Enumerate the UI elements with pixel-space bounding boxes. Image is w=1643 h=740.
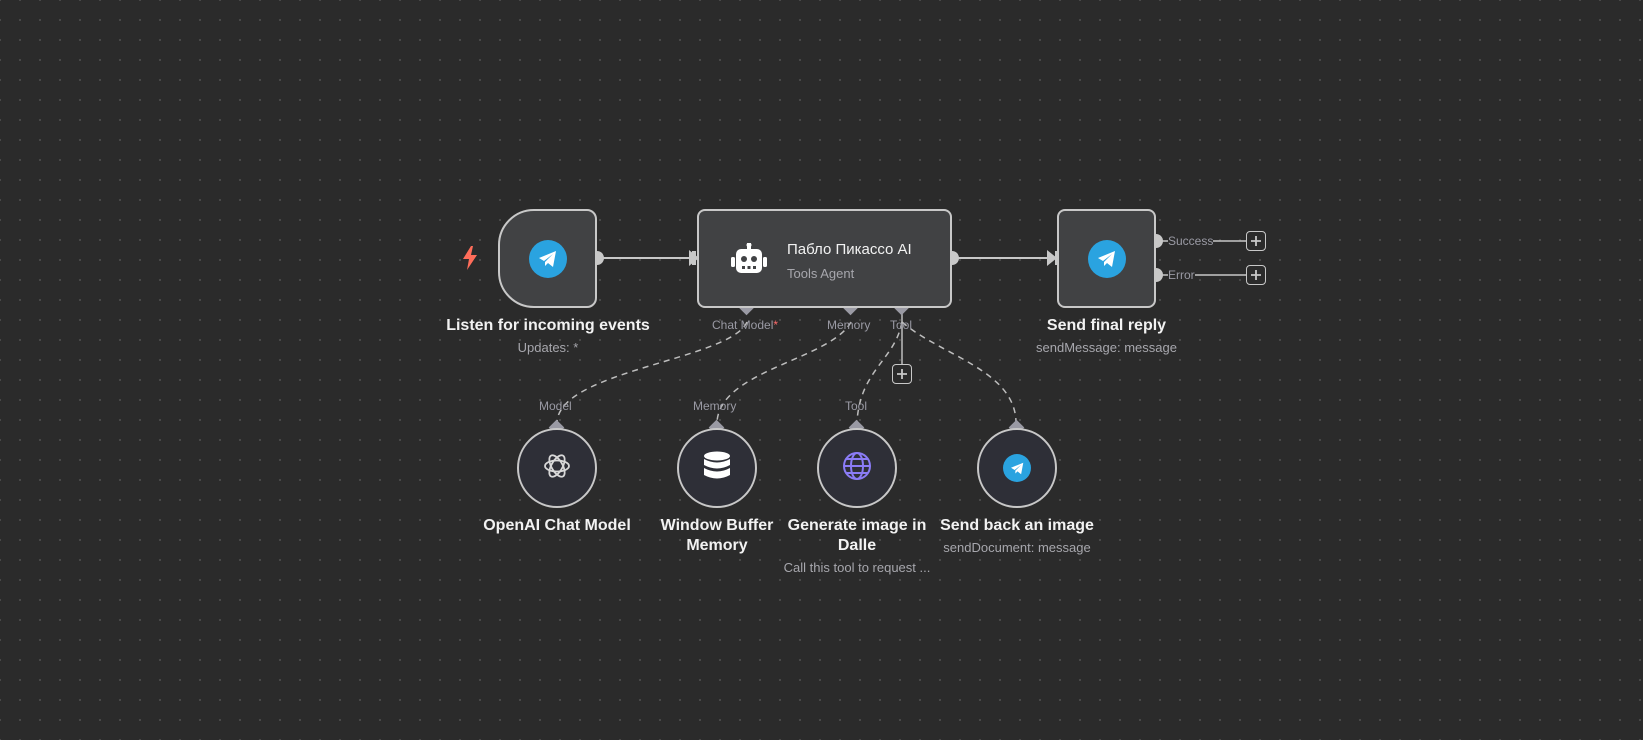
tool-port-label: Tool <box>890 318 913 332</box>
sendimage-subtitle: sendDocument: message <box>943 540 1091 555</box>
plus-icon <box>1251 270 1261 280</box>
memory-node-port-label: Memory <box>693 399 737 413</box>
agent-node[interactable]: Пабло Пикассо AI Tools Agent <box>697 209 952 308</box>
reply-node[interactable] <box>1057 209 1156 308</box>
memory-title: Window Buffer Memory <box>660 517 774 554</box>
robot-icon <box>731 242 767 282</box>
dalle-node[interactable] <box>817 428 897 508</box>
openai-port-label: Model <box>539 399 572 413</box>
connection-tool-sendimage <box>901 321 1017 423</box>
add-tool-button[interactable] <box>892 364 912 384</box>
globe-icon <box>842 451 872 486</box>
connection-arrow-reply <box>1047 250 1057 266</box>
openai-node[interactable] <box>517 428 597 508</box>
connection-chatmodel <box>556 321 748 423</box>
telegram-icon <box>1087 239 1126 278</box>
bolt-icon <box>463 246 477 270</box>
openai-icon <box>542 451 572 486</box>
dalle-title: Generate image in Dalle <box>787 517 927 554</box>
reply-title: Send final reply <box>1046 317 1167 334</box>
telegram-icon <box>1003 454 1031 482</box>
trigger-node[interactable] <box>498 209 597 308</box>
trigger-subtitle: Updates: * <box>517 340 579 355</box>
connection-tool-dalle <box>856 321 903 423</box>
telegram-icon <box>528 239 567 278</box>
plus-icon <box>897 369 907 379</box>
chatmodel-port-label: Chat Model* <box>712 318 779 332</box>
sendimage-node[interactable] <box>977 428 1057 508</box>
connection-memory <box>716 321 852 423</box>
add-error-node-button[interactable] <box>1246 265 1266 285</box>
error-output-label: Error <box>1168 268 1195 282</box>
agent-subtitle: Tools Agent <box>787 266 855 281</box>
sendimage-title: Send back an image <box>940 517 1094 534</box>
memory-port-label: Memory <box>827 318 871 332</box>
agent-input-port <box>692 251 696 265</box>
memory-node[interactable] <box>677 428 757 508</box>
agent-title: Пабло Пикассо AI <box>787 241 912 258</box>
reply-subtitle: sendMessage: message <box>1036 340 1177 355</box>
add-success-node-button[interactable] <box>1246 231 1266 251</box>
openai-title: OpenAI Chat Model <box>483 517 631 534</box>
trigger-title: Listen for incoming events <box>446 317 650 334</box>
dalle-subtitle: Call this tool to request ... <box>783 560 931 575</box>
success-output-label: Success <box>1168 234 1214 248</box>
database-icon <box>703 451 731 486</box>
plus-icon <box>1251 236 1261 246</box>
dalle-port-label: Tool <box>845 399 868 413</box>
